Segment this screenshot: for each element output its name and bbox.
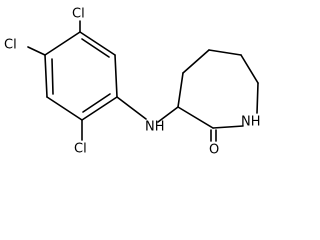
bond-c-nh xyxy=(116,96,147,120)
chlorine-label-top: Cl xyxy=(72,7,85,22)
benzene-ring xyxy=(44,31,118,121)
structure-diagram: Cl Cl Cl NH NH O xyxy=(4,7,261,158)
bond xyxy=(177,72,184,108)
bond xyxy=(208,49,242,56)
double-bond xyxy=(82,93,111,113)
bond xyxy=(44,54,48,98)
bond-c-cl-left xyxy=(27,46,46,56)
ring-nh-label: NH xyxy=(241,115,261,130)
bond xyxy=(46,96,83,121)
bond xyxy=(114,54,118,98)
bond xyxy=(240,54,259,84)
bond xyxy=(212,125,244,129)
chlorine-label-left: Cl xyxy=(4,38,17,53)
double-bond xyxy=(51,58,54,95)
azepane-ring xyxy=(177,49,259,129)
bond xyxy=(79,31,116,56)
amine-nh-label: NH xyxy=(145,120,165,135)
bond xyxy=(81,96,118,121)
double-bond xyxy=(81,38,110,58)
bond xyxy=(182,49,210,74)
bond-nh-c3 xyxy=(157,106,179,123)
bond xyxy=(177,106,214,129)
bond xyxy=(256,82,259,114)
bond xyxy=(44,31,81,56)
carbonyl-oxygen-label: O xyxy=(209,143,219,158)
chlorine-label-bottom: Cl xyxy=(74,142,87,157)
